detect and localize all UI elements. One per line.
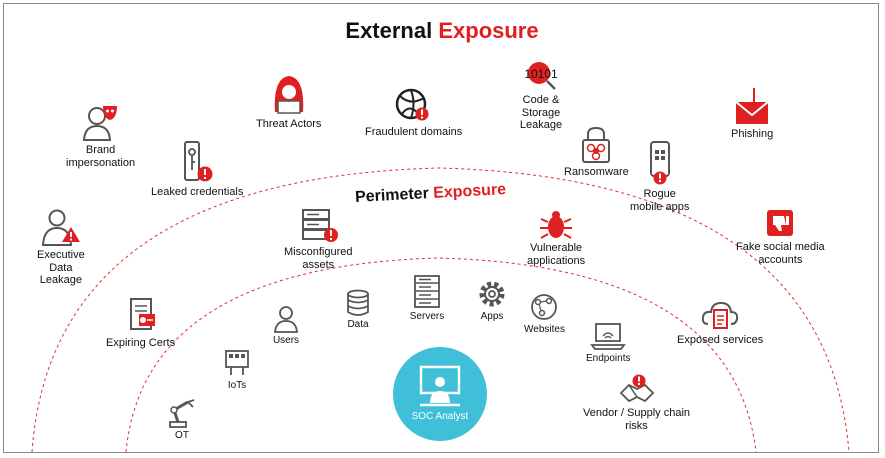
server-rack-icon <box>414 275 440 308</box>
executive-leak-label: Executive Data Leakage <box>37 249 85 286</box>
iots-label: IoTs <box>227 380 247 391</box>
perimeter-arc <box>31 167 850 452</box>
internal-arc <box>125 257 757 452</box>
rogue-apps-label: Rogue mobile apps <box>630 188 690 213</box>
threat-actors-item: Threat Actors <box>256 72 321 131</box>
iot-device-icon <box>225 350 249 375</box>
hook-envelope-icon <box>735 88 769 124</box>
code-bits-text: 10101 <box>524 67 558 81</box>
exposed-services-label: Exposed services <box>677 334 764 346</box>
endpoints-label: Endpoints <box>586 353 631 364</box>
fake-social-label: Fake social media accounts <box>736 241 825 266</box>
phishing-item: Phishing <box>731 86 773 141</box>
ransomware-item: Ransomware <box>564 126 629 179</box>
robot-arm-icon <box>169 399 195 428</box>
analyst-monitor-icon <box>419 365 461 406</box>
subtitle-part1: Perimeter <box>354 185 430 206</box>
database-icon <box>347 289 369 316</box>
leaked-credentials-item: Leaked credentials <box>151 140 243 199</box>
soc-analyst-label: SOC Analyst <box>411 410 469 422</box>
apps-label: Apps <box>480 311 504 322</box>
title-part2: Exposure <box>438 18 539 43</box>
brand-impersonation-label: Brand impersonation <box>66 144 136 169</box>
users-label: Users <box>272 335 300 346</box>
fraudulent-domains-label: Fraudulent domains <box>365 126 463 138</box>
misconfigured-item: Misconfigured assets <box>284 208 352 271</box>
endpoints-item: Endpoints <box>586 321 630 364</box>
ot-item: OT <box>162 396 202 441</box>
server-alert-icon <box>302 209 339 242</box>
users-item: Users <box>266 305 306 346</box>
executive-leak-item: Executive Data Leakage <box>37 207 85 287</box>
mobile-phone-icon <box>649 141 670 185</box>
servers-label: Servers <box>409 311 445 322</box>
mask-icon <box>82 106 117 141</box>
bug-icon <box>540 211 573 239</box>
certificate-icon <box>129 298 155 330</box>
rogue-apps-item: Rogue mobile apps <box>630 140 689 213</box>
phishing-label: Phishing <box>731 128 774 140</box>
ransomware-label: Ransomware <box>564 166 629 178</box>
code-leakage-item: 10101 Code & Storage Leakage <box>512 60 570 132</box>
websites-label: Websites <box>524 324 565 335</box>
brand-impersonation-item: Brand impersonation <box>66 104 135 169</box>
exposed-services-item: Exposed services <box>677 296 763 347</box>
vulnerable-apps-item: Vulnerable applications <box>527 210 585 267</box>
vendor-risk-label: Vendor / Supply chain risks <box>583 407 691 432</box>
cloud-clipboard-icon <box>701 301 739 329</box>
threat-actors-label: Threat Actors <box>256 118 322 130</box>
fake-social-item: Fake social media accounts <box>736 209 825 266</box>
code-magnifier-icon: 10101 <box>524 62 558 90</box>
expiring-certs-item: Expiring Certs <box>106 297 175 350</box>
exposure-arcs <box>31 167 850 452</box>
code-leakage-label: Code & Storage Leakage <box>519 94 563 131</box>
data-item: Data <box>338 289 378 330</box>
data-label: Data <box>347 319 369 330</box>
user-warning-icon <box>41 209 80 246</box>
thumbs-down-icon <box>767 210 794 236</box>
apps-item: Apps <box>472 279 512 322</box>
handshake-alert-icon <box>619 374 654 403</box>
hooded-hacker-icon <box>274 76 303 114</box>
title: External Exposure <box>4 18 878 44</box>
subtitle-part2: Exposure <box>432 181 507 202</box>
user-icon <box>274 306 298 333</box>
ot-label: OT <box>175 430 189 441</box>
gear-icon <box>479 281 505 307</box>
servers-item: Servers <box>407 275 447 322</box>
title-part1: External <box>345 18 433 43</box>
soc-analyst-circle: SOC Analyst <box>393 347 487 441</box>
websites-item: Websites <box>524 292 565 335</box>
iots-item: IoTs <box>217 348 257 391</box>
globe-alert-icon <box>395 88 429 121</box>
biohazard-lock-icon <box>582 126 611 163</box>
fraudulent-domains-item: Fraudulent domains <box>365 88 462 139</box>
misconfigured-label: Misconfigured assets <box>284 246 353 271</box>
vendor-risk-item: Vendor / Supply chain risks <box>583 373 690 432</box>
leaked-credentials-label: Leaked credentials <box>151 186 244 198</box>
expiring-certs-label: Expiring Certs <box>106 337 176 349</box>
laptop-icon <box>590 323 627 350</box>
vulnerable-apps-label: Vulnerable applications <box>527 242 586 267</box>
diagram-frame: External Exposure Perimeter Exposure Bra… <box>3 3 879 453</box>
key-card-icon <box>184 141 213 182</box>
network-globe-icon <box>531 294 558 320</box>
